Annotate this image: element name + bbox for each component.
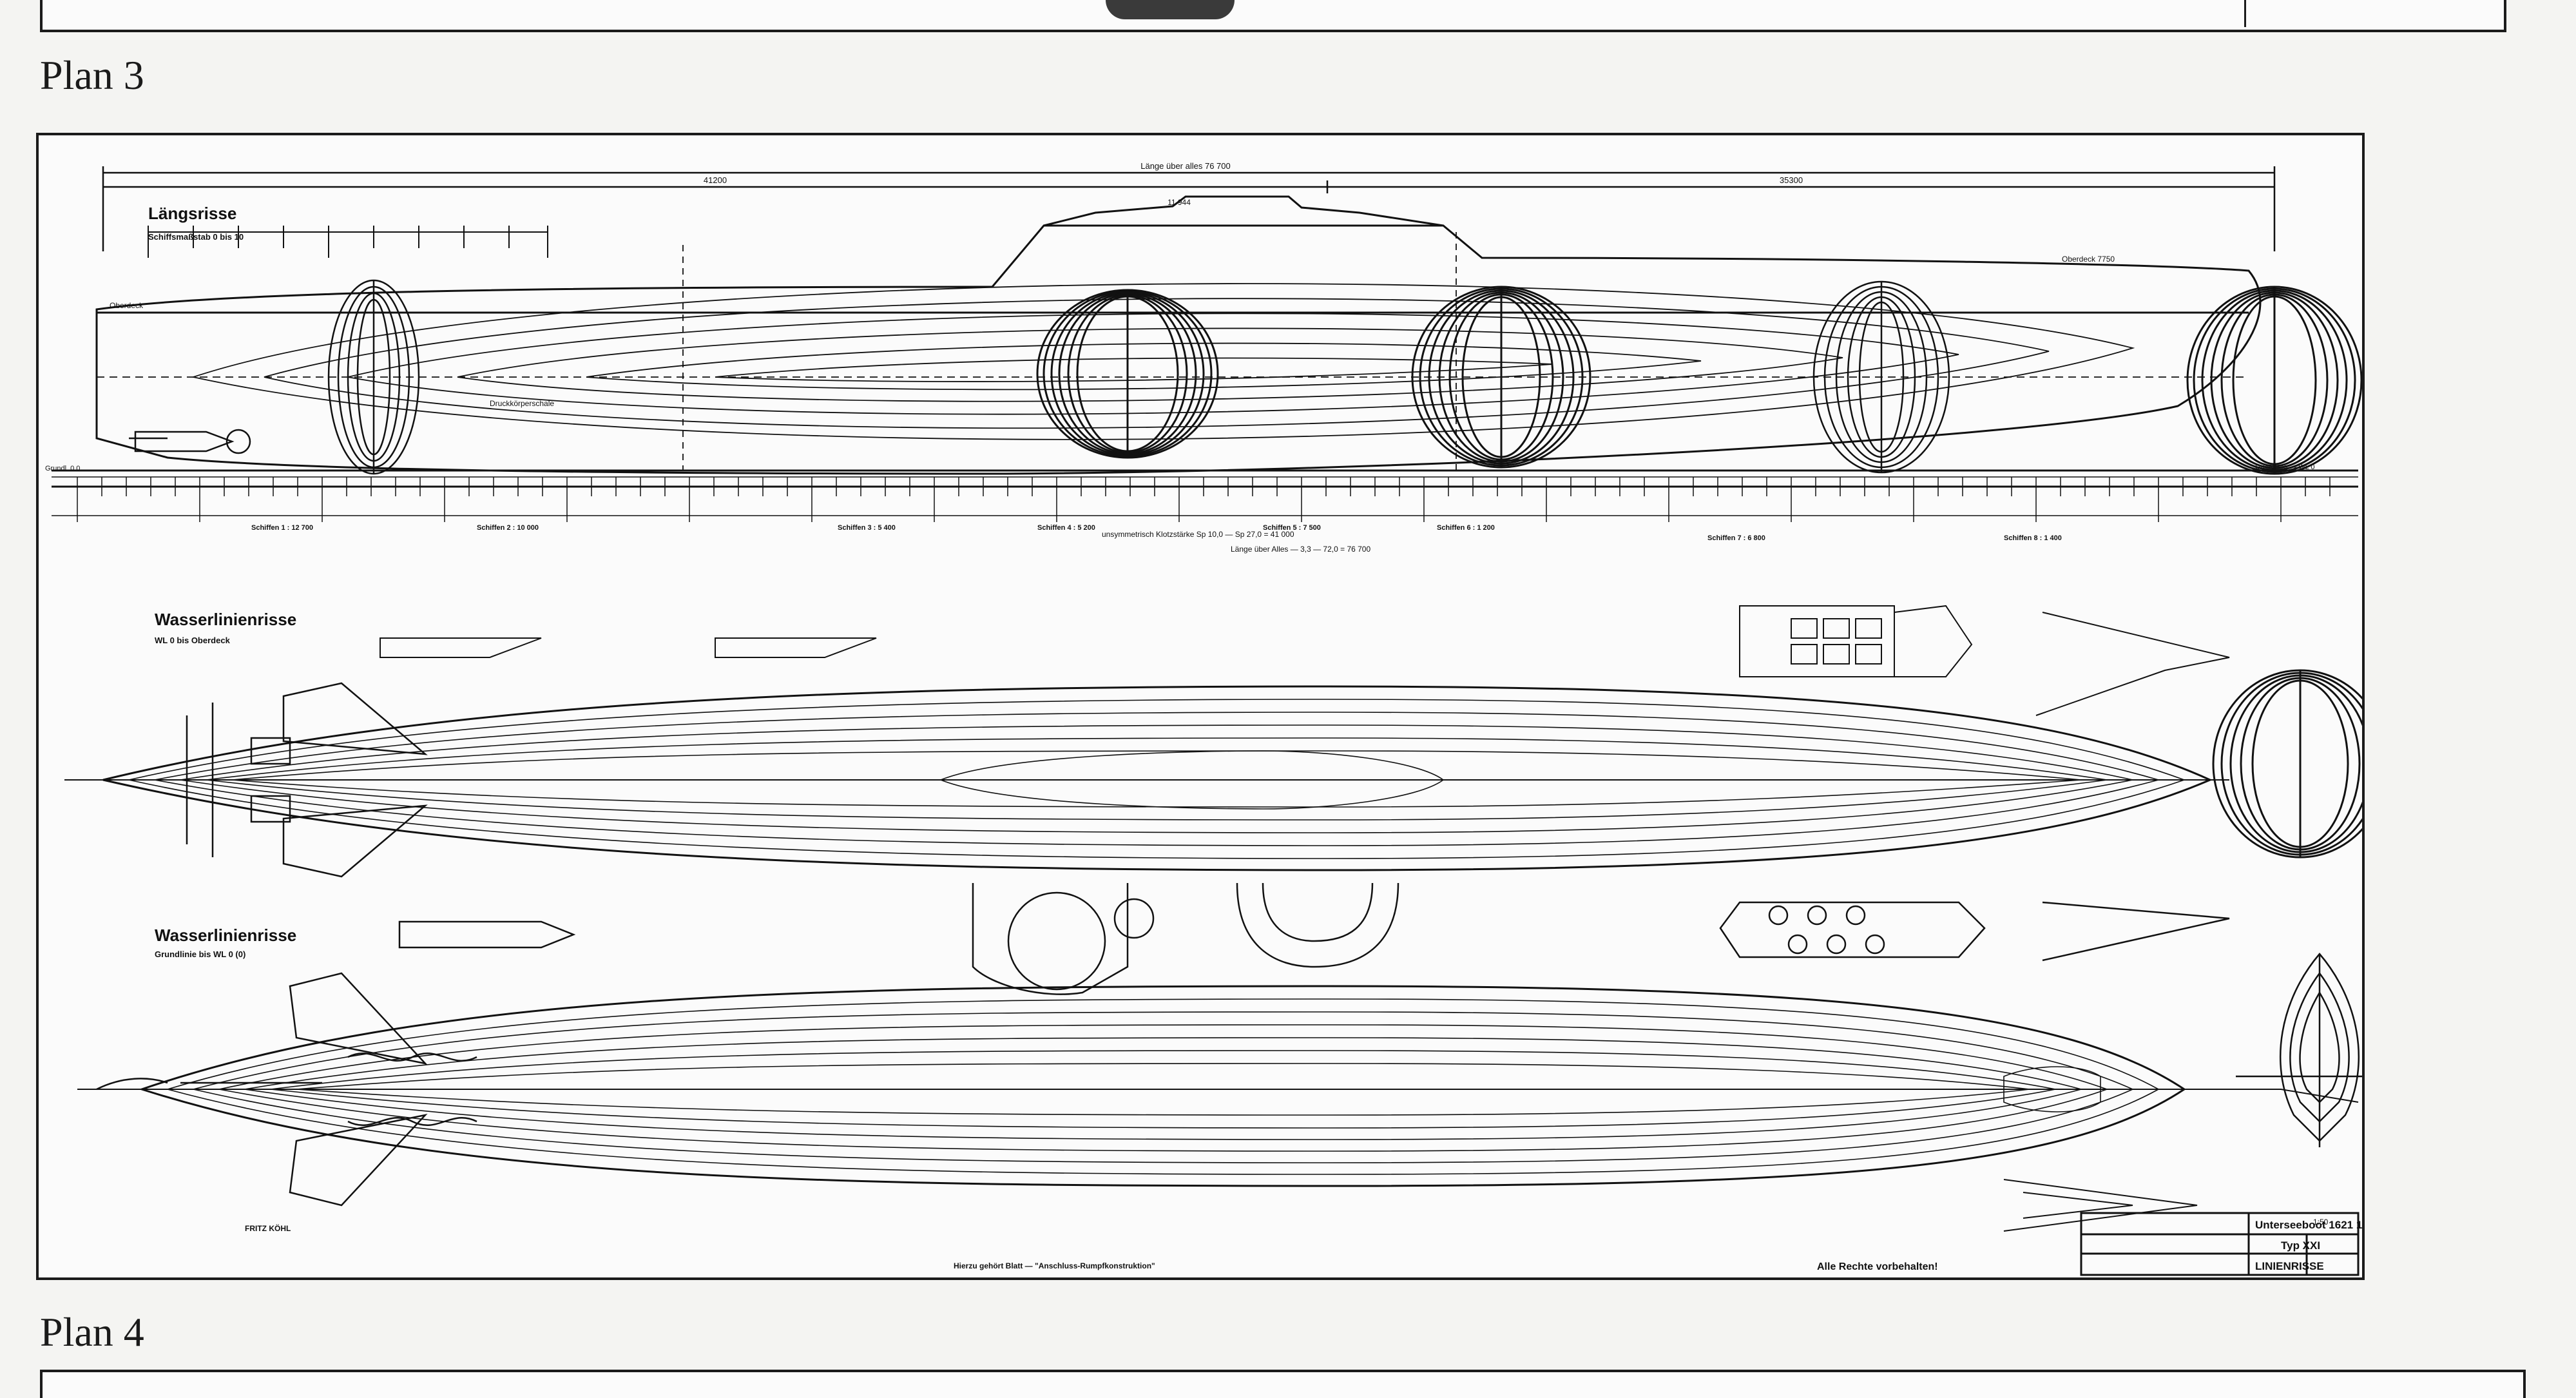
section-scale-2: Schiffen 2 : 10 000 (477, 524, 539, 532)
stern-detail (129, 429, 251, 454)
plan3-label: Plan 3 (40, 52, 144, 98)
length-overall: Länge über alles 76 700 (1140, 161, 1231, 171)
section-scale-1: Schiffen 1 : 12 700 (251, 524, 313, 532)
next-plan-strip (40, 1370, 2526, 1398)
wasserlinien-subtitle-2: Grundlinie bis WL 0 (0) (155, 949, 245, 959)
laenge-note: Länge über Alles — 3,3 — 72,0 = 76 700 (1231, 545, 1370, 554)
grundlinie-right: Grundlinie — WL 0 (2255, 463, 2315, 471)
section-scale-5: Schiffen 5 : 7 500 (1263, 524, 1321, 532)
mid-details (398, 882, 2230, 995)
laengsrisse-title: Längsrisse (148, 204, 236, 223)
upper-fins (186, 682, 428, 878)
overall-dimension (102, 166, 2276, 251)
dimension-left: 41200 (704, 175, 727, 185)
bottom-right-details (2003, 953, 2403, 1232)
dimension-right: 35300 (1780, 175, 1803, 185)
section-scale-7: Schiffen 7 : 6 800 (1707, 534, 1765, 542)
rights-notice: Alle Rechte vorbehalten! (1817, 1261, 1938, 1272)
section-scale-8: Schiffen 8 : 1 400 (2004, 534, 2062, 542)
center-note: unsymmetrisch Klotzstärke Sp 10,0 — Sp 2… (1102, 530, 1294, 539)
lower-plan-hull (77, 985, 2242, 1187)
druckkoerper-label: Druckkörperschale (490, 399, 554, 408)
section-scale-6: Schiffen 6 : 1 200 (1437, 524, 1495, 532)
scale-bar (148, 226, 548, 258)
plan4-label: Plan 4 (40, 1309, 144, 1355)
section-scale-3: Schiffen 3 : 5 400 (838, 524, 896, 532)
wasserlinien-subtitle-1: WL 0 bis Oberdeck (155, 636, 231, 645)
frame-scale (52, 476, 2358, 516)
title-block (2080, 1212, 2360, 1276)
profile-waterlines (97, 232, 2249, 471)
previous-plan-strip (40, 0, 2506, 32)
oberdeck-right: Oberdeck 7750 (2062, 255, 2115, 264)
title-block-line1: Unterseeboot 1621 1 (2255, 1219, 2362, 1231)
blueprint-svg: Längsrisse Schiffsmaßstab 0 bis 10 Länge… (45, 161, 2403, 1276)
maker-label: FRITZ KÖHL (245, 1223, 291, 1233)
wasserlinien-title-2: Wasserlinienrisse (155, 926, 296, 945)
section-scale-4: Schiffen 4 : 5 200 (1037, 524, 1095, 532)
title-block-line2: Typ XXI (2281, 1239, 2320, 1252)
lower-plan-waterlines (166, 998, 2160, 1175)
drawing-sheet: Längsrisse Schiffsmaßstab 0 bis 10 Länge… (36, 133, 2403, 1280)
wasserlinien-title-1: Wasserlinienrisse (155, 610, 296, 629)
profile-section-ovals (327, 279, 2363, 475)
side-profile (52, 195, 2358, 488)
lower-fins (96, 972, 477, 1207)
grundlinie-left: Grundl. 0,0 (45, 465, 80, 472)
upper-plan-waterlines (128, 699, 2186, 859)
upper-plan-hull (64, 685, 2229, 871)
title-block-line3: LINIENRISSE (2255, 1260, 2324, 1272)
title-block-scale: 1:50 (2313, 1218, 2329, 1227)
reference-note: Hierzu gehört Blatt — "Anschluss-Rumpfko… (954, 1261, 1155, 1270)
dimension-mid: 11 944 (1168, 198, 1191, 207)
oberdeck-left: Oberdeck (110, 301, 144, 310)
laengsrisse-subtitle: Schiffsmaßstab 0 bis 10 (148, 232, 244, 242)
